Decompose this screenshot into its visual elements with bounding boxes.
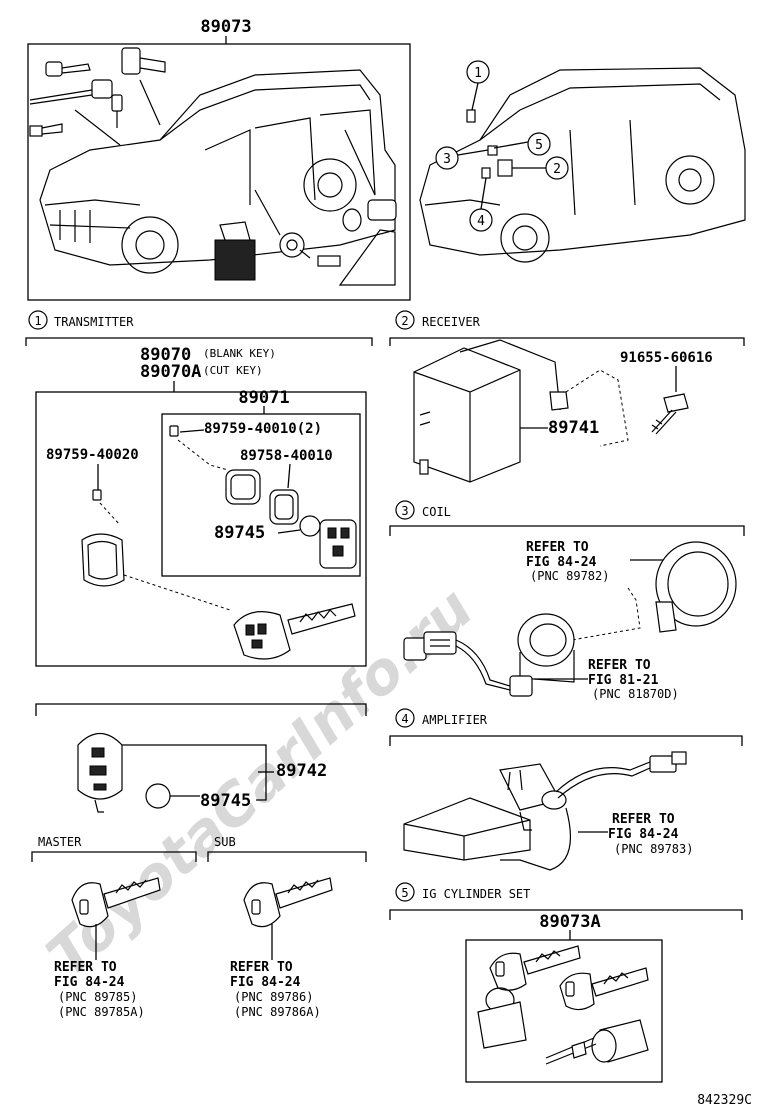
section-amplifier-num: 4 [401,712,408,726]
callout-1: 1 [474,66,482,81]
transponder-coil [455,613,575,697]
part-89759-40020-label: 89759-40020 [46,447,139,463]
section-receiver: 2 RECEIVER 89741 91655-60616 [389,310,745,483]
section-amplifier-title: AMPLIFIER [422,713,488,727]
part-89073-label: 89073 [200,17,251,37]
part-89741-label: 89741 [548,418,599,438]
part-91655-60616-label: 91655-60616 [620,350,713,366]
part-89070-label: 89070 [140,345,191,365]
callout-5: 5 [535,138,543,153]
section-ig-cylinder-num: 5 [401,886,408,900]
sub-refer-2: FIG 84-24 [230,975,301,990]
master-refer-2: FIG 84-24 [54,975,125,990]
vehicle-illustration-right [419,67,746,263]
part-89073a-label: 89073A [539,912,600,932]
transmitter-frame [35,391,367,667]
vehicle-illustration-left [39,69,396,274]
overview-frame-left [27,43,411,301]
coil-refer-b-2: FIG 81-21 [588,673,659,688]
overview-callouts: 1 3 5 2 4 [435,60,569,232]
master-title: MASTER [38,835,82,849]
section-ig-cylinder: 5 IG CYLINDER SET 89073A [389,882,743,1083]
section-coil-title: COIL [422,505,451,519]
sub-refer-1: REFER TO [230,960,293,975]
part-89758-40010-label: 89758-40010 [240,448,333,464]
section-transmitter-num: 1 [34,314,41,328]
transmitter-key [233,603,356,660]
coil-refer-a-2: FIG 84-24 [526,555,597,570]
section-sub: SUB REFER TO FIG 84-24 (PNC 89786) (PNC … [207,835,367,1019]
part-89070a-note: (CUT KEY) [203,364,263,377]
master-pnc-1: (PNC 89785) [58,990,137,1004]
callout-4: 4 [477,214,485,229]
section-receiver-num: 2 [401,314,408,328]
ig-cylinder-keys [477,945,649,1049]
section-receiver-title: RECEIVER [422,315,481,329]
figure-id: 842329C [697,1093,752,1108]
part-89759-40010-label: 89759-40010(2) [204,421,322,437]
receiver-bolt [651,393,689,435]
receiver-unit [413,339,569,483]
part-89070a-label: 89070A [140,362,201,382]
ig-cylinder-frame [465,939,663,1083]
section-coil-num: 3 [401,504,408,518]
part-89742-label: 89742 [276,761,327,781]
section-master: MASTER REFER TO FIG 84-24 (PNC 89785) (P… [31,835,197,1019]
coil-refer-a-3: (PNC 89782) [530,569,609,583]
section-amplifier: 4 AMPLIFIER REFER TO FIG 84-24 (PNC 8978… [389,708,743,871]
section-ig-cylinder-title: IG CYLINDER SET [422,887,530,901]
callout-3: 3 [443,152,451,167]
part-89745-label-remote: 89745 [200,791,251,811]
sub-pnc-2: (PNC 89786A) [234,1005,321,1019]
master-refer-1: REFER TO [54,960,117,975]
coil-refer-b-1: REFER TO [588,658,651,673]
part-89745-label-transmitter: 89745 [214,523,265,543]
coil-connector [403,631,457,661]
master-pnc-2: (PNC 89785A) [58,1005,145,1019]
key-parts-left [29,47,397,286]
coil-refer-a-1: REFER TO [526,540,589,555]
sub-title: SUB [214,835,236,849]
sub-pnc-1: (PNC 89786) [234,990,313,1004]
section-coil: 3 COIL REFER TO FIG 84-24 (PNC 89782) RE… [389,500,745,701]
part-89071-label: 89071 [238,388,289,408]
amplifier-refer-1: REFER TO [612,812,675,827]
section-transmitter-title: TRANSMITTER [54,315,134,329]
amplifier-refer-2: FIG 84-24 [608,827,679,842]
part-89070-note: (BLANK KEY) [203,347,276,360]
section-remote: 89742 89745 [35,703,367,813]
key-ring-illumination [655,541,737,633]
part-89071-frame [161,413,361,577]
ig-cylinder-lock [545,1019,649,1065]
coil-refer-b-3: (PNC 81870D) [592,687,679,701]
amplifier-refer-3: (PNC 89783) [614,842,693,856]
callout-2: 2 [553,162,561,177]
amplifier-unit [403,763,567,861]
section-transmitter: 1 TRANSMITTER 89070 (BLANK KEY) 89070A (… [25,310,373,667]
